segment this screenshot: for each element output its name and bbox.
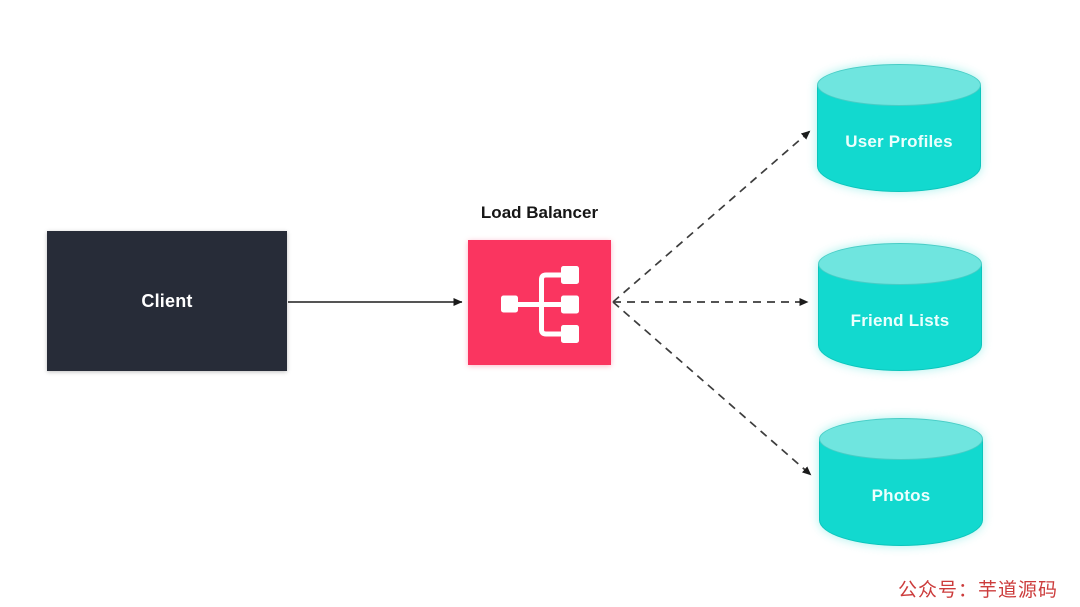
load-balancer-node [468, 240, 611, 365]
cylinder-top [817, 64, 981, 106]
client-label: Client [141, 290, 193, 311]
database-label: User Profiles [845, 132, 953, 151]
client-node: Client [47, 231, 287, 371]
cylinder-top [818, 243, 982, 285]
edge-lb-to-user-profiles [612, 130, 811, 303]
database-node-user-profiles: User Profiles [817, 64, 981, 192]
load-balancer-label: Load Balancer [480, 203, 599, 222]
database-node-friend-lists: Friend Lists [818, 243, 982, 371]
database-label: Photos [871, 486, 931, 505]
cylinder-top [819, 418, 983, 460]
watermark-text: 公众号：芋道源码 [897, 580, 1058, 601]
database-node-photos: Photos [819, 418, 983, 546]
load-balancer-icon [500, 265, 579, 343]
edge-lb-to-photos [612, 301, 812, 476]
database-label: Friend Lists [850, 311, 950, 330]
